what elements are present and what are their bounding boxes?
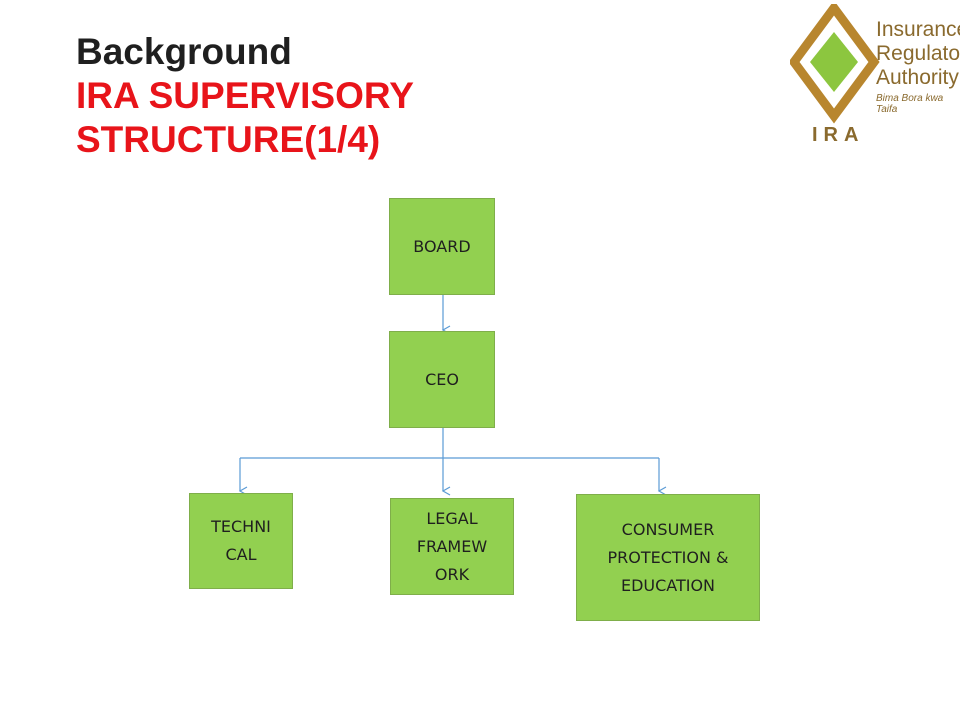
- org-box-board: BOARD: [389, 198, 495, 295]
- logo-tagline: Bima Bora kwa Taifa: [876, 93, 944, 115]
- logo-text-authority: Authority: [876, 66, 959, 89]
- title-line-background: Background: [76, 31, 292, 72]
- logo-abbr: IRA: [812, 124, 865, 146]
- org-box-technical: TECHNI CAL: [189, 493, 293, 589]
- title-line-structure: STRUCTURE(1/4): [76, 119, 381, 160]
- org-box-consumer-protection: CONSUMER PROTECTION & EDUCATION: [576, 494, 760, 621]
- logo-text-regulatory: Regulatory: [876, 42, 960, 65]
- slide-title: Background IRA SUPERVISORY STRUCTURE(1/4…: [76, 30, 414, 162]
- ira-logo-icon: [790, 4, 880, 124]
- logo-text-insurance: Insurance: [876, 18, 960, 41]
- title-line-ira-supervisory: IRA SUPERVISORY: [76, 75, 414, 116]
- org-box-ceo: CEO: [389, 331, 495, 428]
- org-box-legal-framework: LEGAL FRAMEW ORK: [390, 498, 514, 595]
